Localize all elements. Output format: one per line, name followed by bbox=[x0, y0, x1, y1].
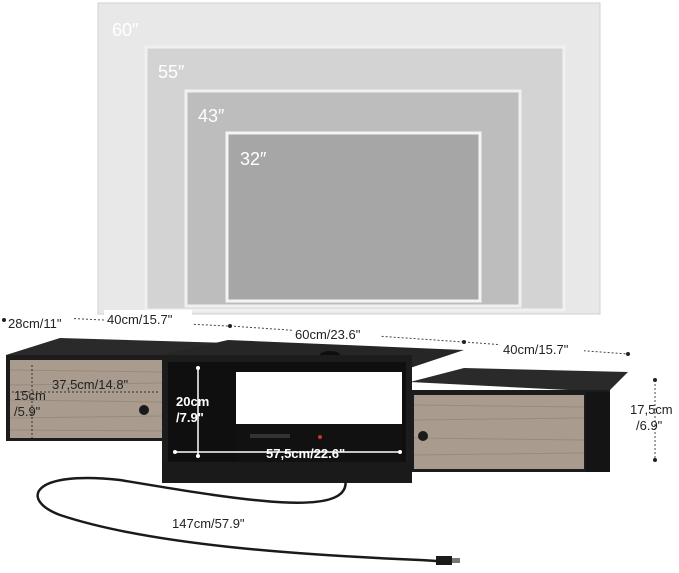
left-drawer-front bbox=[10, 360, 162, 438]
right-drawer-front bbox=[414, 395, 584, 469]
left-drawer-knob bbox=[139, 405, 149, 415]
left-drawer-dimensions bbox=[12, 365, 160, 438]
drawer-height-inch-label: /5.9" bbox=[14, 404, 41, 419]
left-cabinet bbox=[6, 338, 230, 441]
shelf-dimension-lines bbox=[175, 368, 400, 456]
right-drawer-knob bbox=[418, 431, 428, 441]
tv-label-43: 43″ bbox=[198, 106, 225, 126]
power-cable bbox=[36, 476, 453, 565]
shelf-height-label: 20cm bbox=[176, 394, 209, 409]
tv-32-inch bbox=[225, 131, 482, 303]
center-shelf bbox=[162, 340, 464, 483]
tv-label-32: 32″ bbox=[240, 149, 267, 169]
tv-label-55: 55″ bbox=[158, 62, 185, 82]
shelf-width-label: 57,5cm/22.6" bbox=[266, 446, 345, 461]
cable-length-label: 147cm/57.9" bbox=[172, 516, 245, 531]
tv-size-comparison: 60″ 55″ 43″ 32″ bbox=[97, 2, 601, 315]
usb-plug-icon bbox=[436, 556, 452, 565]
right-width-label: 40cm/15.7" bbox=[503, 342, 569, 357]
center-width-label: 60cm/23.6" bbox=[295, 327, 361, 342]
height-label: 17,5cm bbox=[630, 402, 673, 417]
drawer-width-label: 37,5cm/14.8" bbox=[52, 377, 129, 392]
drawer-height-label: 15cm bbox=[14, 388, 46, 403]
depth-label: 28cm/11" bbox=[8, 316, 62, 331]
tv-label-60: 60″ bbox=[112, 20, 139, 40]
right-cabinet bbox=[410, 368, 628, 472]
left-width-label: 40cm/15.7" bbox=[107, 312, 173, 327]
shelf-height-inch-label: /7.9" bbox=[176, 410, 204, 425]
height-label-inch: /6.9" bbox=[636, 418, 663, 433]
